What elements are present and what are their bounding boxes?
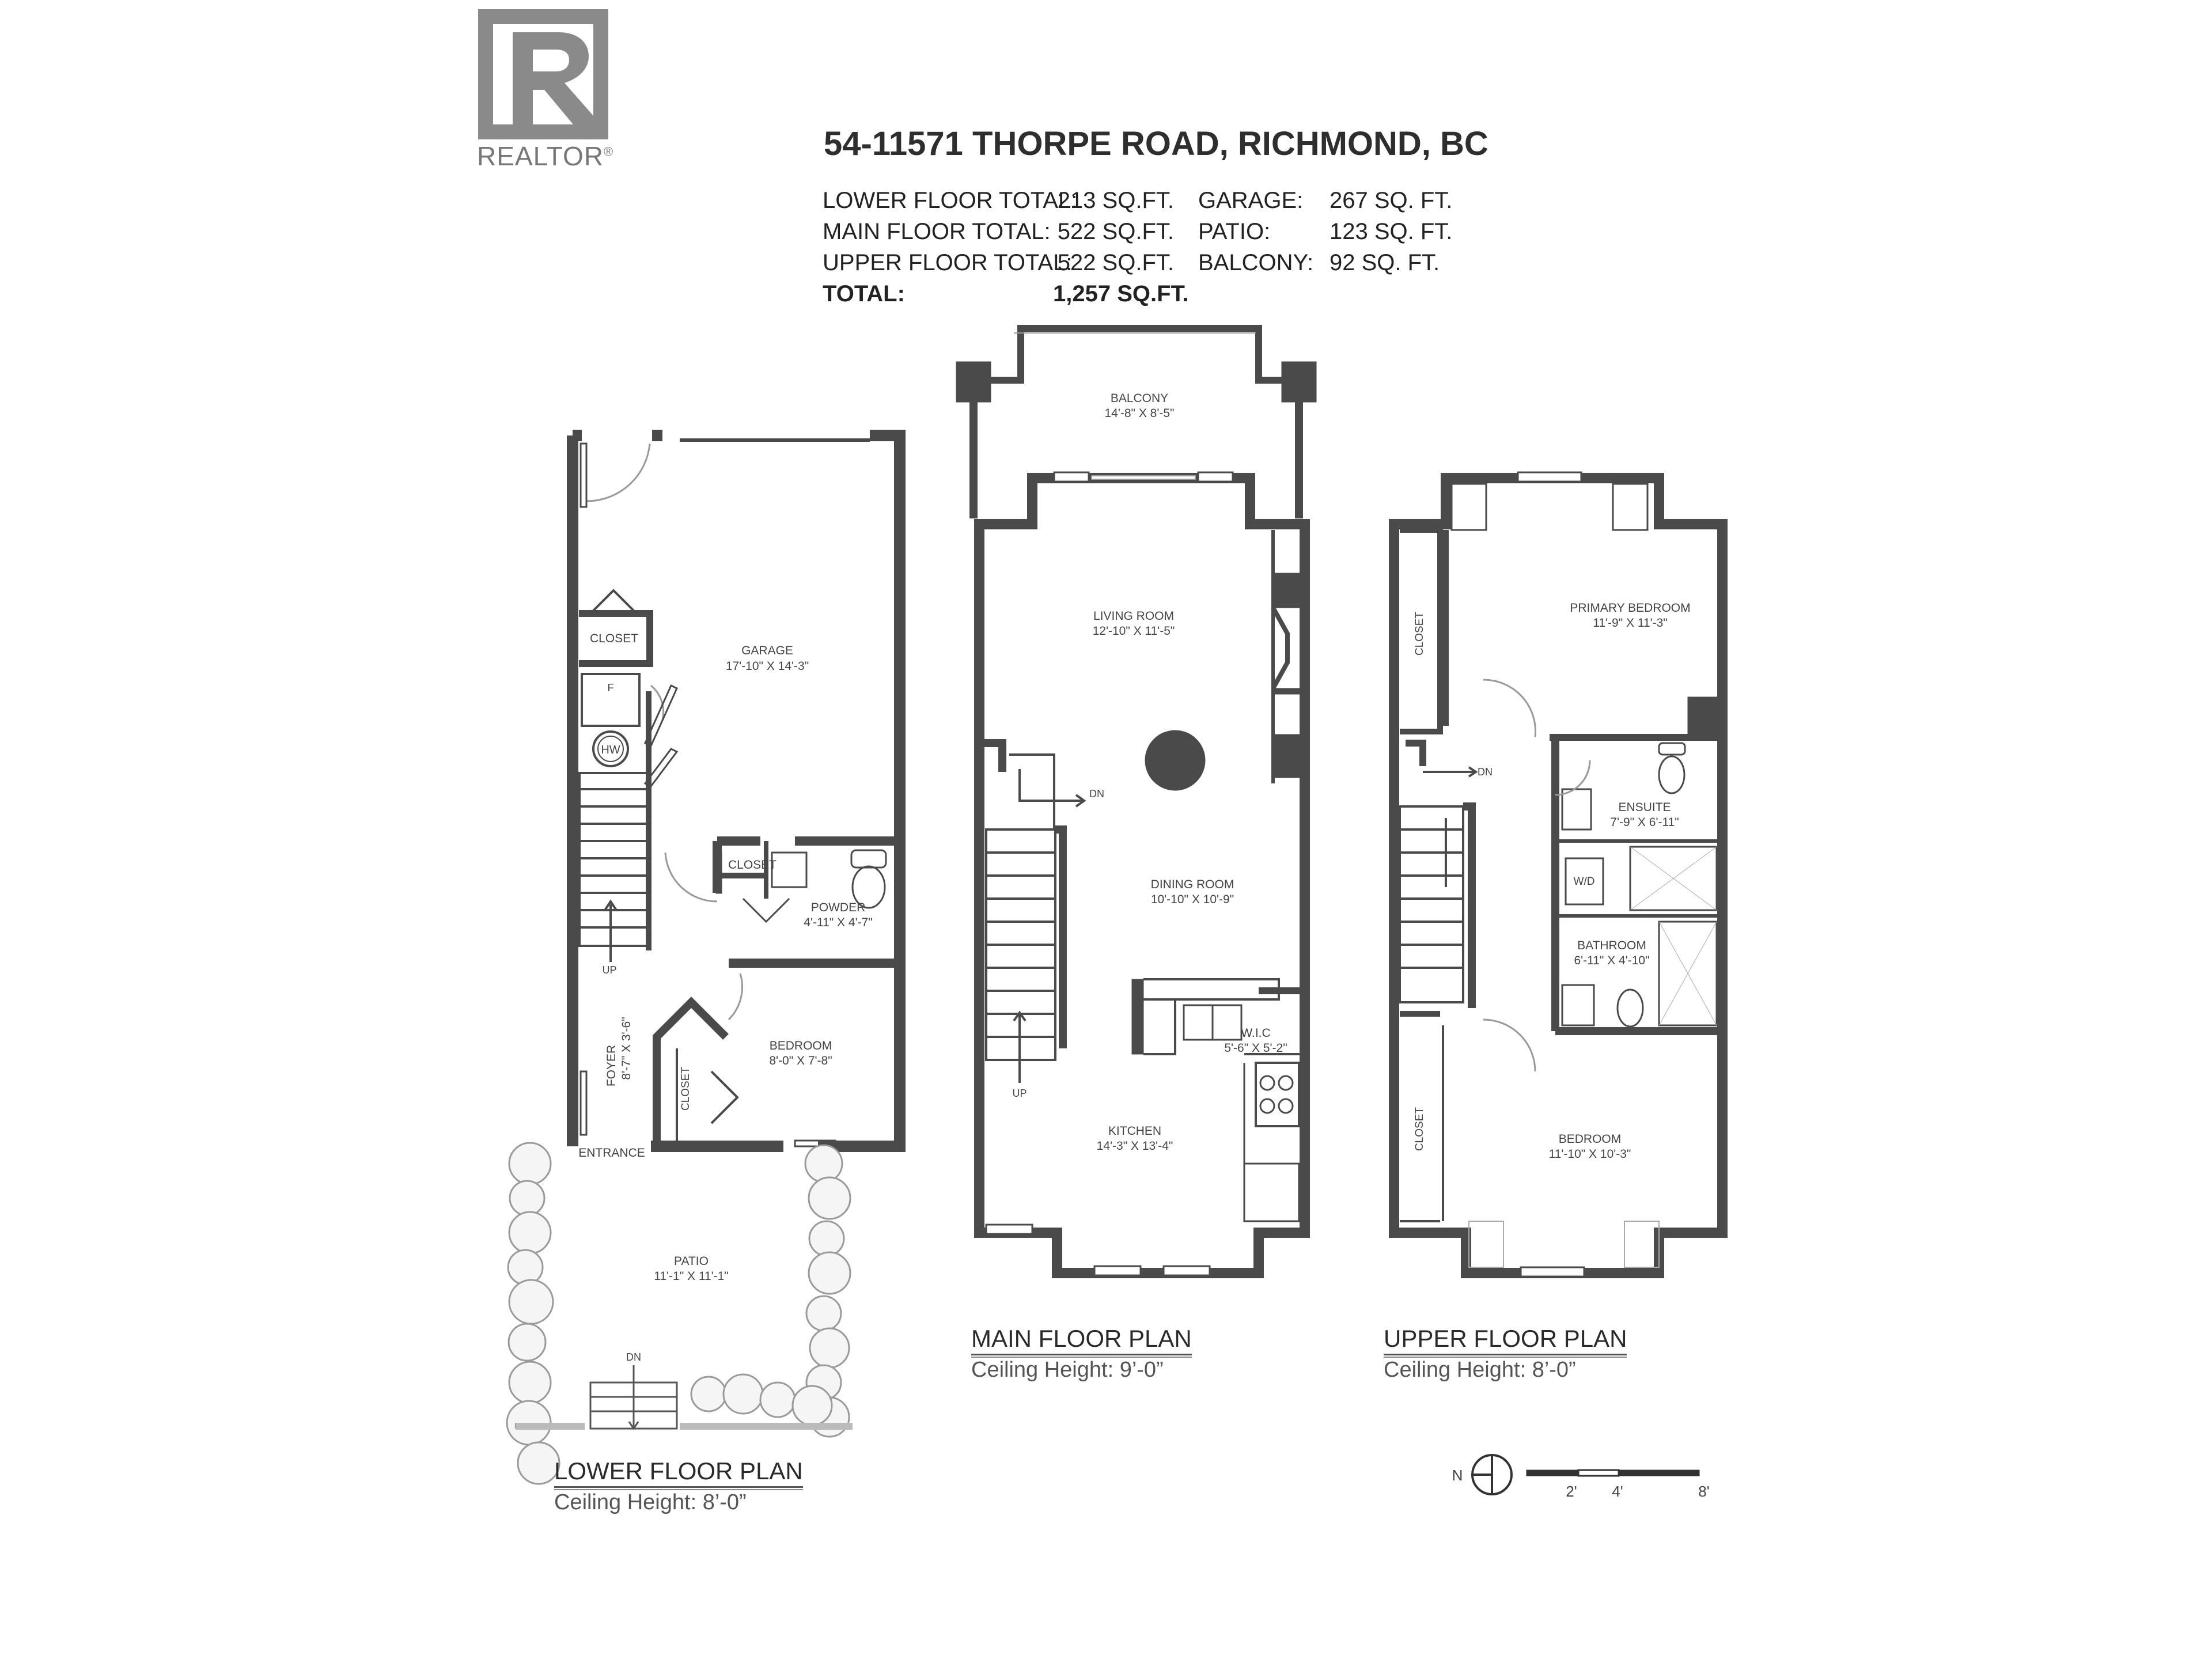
garage-label: GARAGE (741, 644, 793, 657)
kitchen-dim: 14'-3" X 13'-4" (1097, 1139, 1173, 1153)
property-address: 54-11571 THORPE ROAD, RICHMOND, BC (824, 125, 1488, 162)
ensuite-dim: 7'-9" X 6'-11" (1610, 816, 1679, 829)
main-floor-title: MAIN FLOOR PLAN Ceiling Height: 9’-0” (971, 1325, 1192, 1382)
washer-dryer-label: W/D (1574, 876, 1595, 888)
realtor-logo (478, 9, 608, 139)
main-floor-plan (956, 325, 1317, 1278)
balcony-label: BALCONY (1111, 392, 1168, 405)
primary-bedroom-label: PRIMARY BEDROOM (1570, 601, 1690, 615)
scale-tick: 2' (1566, 1483, 1577, 1500)
wic-label: W.I.C (1241, 1027, 1270, 1040)
living-room-label: LIVING ROOM (1093, 609, 1174, 623)
closet-label: CLOSET (590, 632, 638, 645)
powder-dim: 4'-11" X 4'-7" (804, 916, 872, 929)
hot-water-label: HW (601, 744, 620, 756)
closet-label: CLOSET (1414, 1107, 1426, 1151)
foyer-label: FOYER (605, 1045, 618, 1086)
patio-label: PATIO (674, 1255, 709, 1268)
balcony-dim: 14'-8" X 8'-5" (1105, 407, 1175, 420)
scale-tick: 4' (1612, 1483, 1623, 1500)
patio-dim: 11'-1" X 11'-1" (654, 1270, 729, 1283)
wic-dim: 5'-6" X 5'-2" (1224, 1041, 1287, 1055)
upper-floor-plan (1389, 471, 1728, 1278)
lower-floor-plan (567, 430, 906, 1152)
lower-floor-title: LOWER FLOOR PLAN Ceiling Height: 8’-0” (554, 1457, 803, 1514)
bathroom-dim: 6'-11" X 4'-10" (1574, 954, 1649, 967)
powder-label: POWDER (811, 901, 866, 914)
living-room-dim: 12'-10" X 11'-5" (1093, 624, 1175, 638)
north-label: N (1452, 1467, 1463, 1484)
closet-label: CLOSET (1414, 612, 1426, 656)
ensuite-label: ENSUITE (1618, 801, 1671, 814)
room-labels: GARAGE 17'-10" X 14'-3" CLOSET F HW CLOS… (578, 392, 1709, 1500)
realtor-wordmark: REALTOR® (477, 141, 614, 171)
bathroom-label: BATHROOM (1577, 939, 1646, 952)
dn-label: DN (1089, 788, 1104, 800)
closet-label: CLOSET (728, 858, 777, 872)
dn-label: DN (1478, 766, 1493, 778)
scale-tick: 8' (1698, 1483, 1709, 1500)
dn-label: DN (626, 1351, 641, 1363)
bedroom-dim: 11'-10" X 10'-3" (1549, 1147, 1631, 1161)
dining-room-dim: 10'-10" X 10'-9" (1151, 893, 1234, 906)
up-label: UP (602, 964, 616, 976)
foyer-dim: 8'-7" X 3'-6" (620, 1017, 633, 1080)
garage-dim: 17'-10" X 14'-3" (726, 660, 809, 673)
bedroom-label: BEDROOM (770, 1039, 832, 1052)
entrance-label: ENTRANCE (578, 1146, 645, 1160)
furnace-label: F (608, 682, 614, 694)
dining-room-label: DINING ROOM (1151, 878, 1234, 891)
up-label: UP (1012, 1088, 1027, 1099)
patio-area (506, 1142, 853, 1485)
scale-bar (1471, 1454, 1700, 1495)
primary-bedroom-dim: 11'-9" X 11'-3" (1593, 616, 1668, 630)
bedroom-dim: 8'-0" X 7'-8" (769, 1054, 832, 1067)
closet-label: CLOSET (680, 1067, 692, 1111)
bedroom-label: BEDROOM (1559, 1132, 1622, 1146)
upper-floor-title: UPPER FLOOR PLAN Ceiling Height: 8’-0” (1384, 1325, 1627, 1382)
kitchen-label: KITCHEN (1108, 1124, 1161, 1138)
